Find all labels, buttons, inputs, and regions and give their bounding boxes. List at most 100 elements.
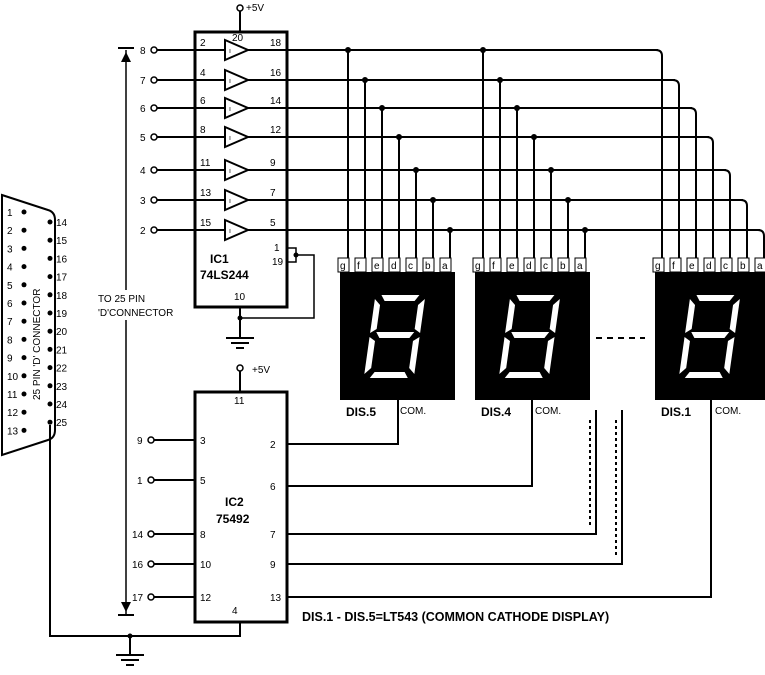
- ic1-part: 74LS244: [200, 268, 249, 282]
- segment-bus: [345, 47, 765, 258]
- segment-label: d: [391, 261, 397, 272]
- ic2-in-pin: 5: [200, 476, 206, 487]
- ic1-out-pin: 16: [270, 68, 282, 79]
- connector-pin-label: 8: [7, 335, 13, 346]
- segment-label: e: [689, 261, 695, 272]
- buffer-icon: ı: [224, 218, 251, 242]
- connector-pin: [47, 219, 53, 225]
- input-terminal: [150, 76, 158, 84]
- display-com-label: COM.: [535, 406, 561, 417]
- segment-label: d: [526, 261, 532, 272]
- input-terminal: [147, 436, 155, 444]
- ic1-name: IC1: [210, 252, 229, 266]
- buffer-icon: ı: [224, 158, 251, 182]
- ic1-vcc-label: +5V: [246, 3, 264, 14]
- segment-label: c: [408, 261, 413, 272]
- segment-label: f: [672, 261, 675, 272]
- connector-pin-label: 13: [7, 426, 19, 437]
- ic2-in-pin: 12: [200, 593, 212, 604]
- input-terminal: [150, 196, 158, 204]
- segment-label: f: [357, 261, 360, 272]
- ic2-gnd-pin: 4: [232, 606, 238, 617]
- ic2-ext-pin: 16: [132, 560, 144, 571]
- connector-pin-label: 1: [7, 208, 13, 219]
- connector-pin: [21, 300, 27, 306]
- segment-label: a: [442, 261, 448, 272]
- connector-pin-label: 3: [7, 244, 13, 255]
- ic2-out-pin: 9: [270, 560, 276, 571]
- ic1-en-pin-1: 1: [274, 243, 280, 254]
- ic1-vcc-pin: 20: [232, 33, 244, 44]
- display-com-label: COM.: [715, 406, 741, 417]
- svg-text:ı: ı: [229, 78, 231, 85]
- connector-pin: [21, 209, 27, 215]
- connector-pin: [47, 237, 53, 243]
- ground-icon: [116, 654, 144, 666]
- ic2-ext-pin: 9: [137, 436, 143, 447]
- segment-label: b: [425, 261, 431, 272]
- connector-pin: [47, 292, 53, 298]
- ic2-vcc-label: +5V: [252, 365, 270, 376]
- input-terminal: [147, 593, 155, 601]
- connector-pin-label: 4: [7, 263, 13, 274]
- connector-pin-label: 15: [56, 236, 68, 247]
- connector-pin: [47, 401, 53, 407]
- ic1-out-pin: 9: [270, 158, 276, 169]
- ic1-in-pin: 15: [200, 218, 212, 229]
- ic2-in-pin: 8: [200, 530, 206, 541]
- svg-text:ı: ı: [229, 168, 231, 175]
- ic1-in-pin: 6: [200, 96, 206, 107]
- connector-pin: [47, 365, 53, 371]
- svg-text:ı: ı: [229, 135, 231, 142]
- ic1-ext-pin: 8: [140, 46, 146, 57]
- segment-label: g: [340, 261, 346, 272]
- connector-pin-label: 12: [7, 408, 19, 419]
- ic2-out-pin: 2: [270, 440, 276, 451]
- svg-text:ı: ı: [229, 48, 231, 55]
- ic2-part: 75492: [216, 512, 250, 526]
- ic2-vcc-pin: 11: [234, 396, 245, 407]
- segment-label: g: [475, 261, 481, 272]
- connector-pin-label: 21: [56, 345, 68, 356]
- ic1-ext-pin: 2: [140, 226, 146, 237]
- ic1-out-pin: 18: [270, 38, 282, 49]
- ic2-out-pin: 7: [270, 530, 276, 541]
- display-name: DIS.5: [346, 405, 376, 419]
- ic1-ext-pin: 3: [140, 196, 146, 207]
- segment-label: a: [757, 261, 763, 272]
- ground-icon: [226, 337, 254, 349]
- ic2-out-pin: 13: [270, 593, 282, 604]
- ic1-ext-pin: 4: [140, 166, 146, 177]
- input-terminal: [150, 104, 158, 112]
- ic1-gnd-pin: 10: [234, 292, 246, 303]
- segment-label: e: [374, 261, 380, 272]
- input-terminal: [150, 46, 158, 54]
- ic2-out-pin: 6: [270, 482, 276, 493]
- ic2-in-pin: 3: [200, 436, 206, 447]
- segment-label: c: [723, 261, 728, 272]
- ic1-out-pin: 14: [270, 96, 282, 107]
- input-terminal: [150, 166, 158, 174]
- segment-label: g: [655, 261, 661, 272]
- connector-pin-label: 25: [56, 418, 68, 429]
- connector-pin: [47, 255, 53, 261]
- display-com-label: COM.: [400, 406, 426, 417]
- connector-pin: [21, 336, 27, 342]
- connector-pin: [21, 355, 27, 361]
- d-connector-label: 25 PIN 'D' CONNECTOR: [32, 289, 43, 400]
- connector-pin-label: 16: [56, 254, 68, 265]
- display-name: DIS.4: [481, 405, 511, 419]
- display-name: DIS.1: [661, 405, 691, 419]
- connector-pin-label: 24: [56, 400, 68, 411]
- buffer-icon: ı: [224, 96, 251, 120]
- connector-pin-label: 5: [7, 281, 13, 292]
- connector-pin: [21, 391, 27, 397]
- to-connector-label-2: 'D'CONNECTOR: [98, 308, 173, 319]
- ic1-ext-pin: 5: [140, 133, 146, 144]
- connector-pin: [21, 427, 27, 433]
- connector-pin-label: 18: [56, 291, 68, 302]
